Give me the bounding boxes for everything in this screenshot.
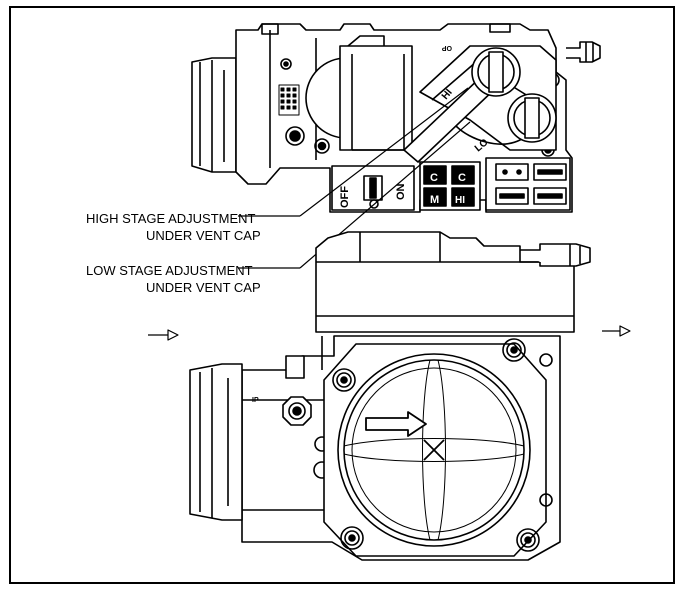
high-stage-callout: HIGH STAGE ADJUSTMENT UNDER VENT CAP <box>86 210 261 244</box>
low-stage-callout: LOW STAGE ADJUSTMENT UNDER VENT CAP <box>86 262 261 296</box>
high-stage-vent-cap <box>471 47 521 97</box>
connector-grid <box>278 84 300 116</box>
gas-valve-top-view <box>191 23 601 269</box>
terminal-block <box>419 157 571 211</box>
high-stage-callout-line2: UNDER VENT CAP <box>146 228 261 243</box>
flow-direction-arrow <box>365 411 427 437</box>
low-stage-vent-cap <box>507 93 557 143</box>
on-off-switch <box>331 165 415 211</box>
regulator-dome <box>305 35 413 151</box>
terminal-hi-label: HI <box>455 195 465 206</box>
high-stage-callout-line1: HIGH STAGE ADJUSTMENT <box>86 211 256 226</box>
off-label: OFF <box>339 186 351 208</box>
on-label: ON <box>395 183 407 200</box>
low-stage-callout-line2: UNDER VENT CAP <box>146 280 261 295</box>
terminal-c1-label: C <box>430 172 438 184</box>
flange-bolts <box>332 338 553 552</box>
inlet-pressure-tap-label: IP <box>252 397 259 404</box>
terminal-m-label: M <box>430 194 439 206</box>
inlet-pressure-tap <box>282 396 312 426</box>
low-stage-callout-line1: LOW STAGE ADJUSTMENT <box>86 263 253 278</box>
inlet-flow-arrow <box>148 329 179 341</box>
gas-valve-side-view <box>189 231 591 561</box>
callout-leaders <box>238 215 300 269</box>
outlet-pressure-tap-label: OP <box>442 44 452 51</box>
outlet-flow-arrow <box>602 325 631 337</box>
outlet-flange <box>323 343 547 557</box>
terminal-c2-label: C <box>458 172 466 184</box>
